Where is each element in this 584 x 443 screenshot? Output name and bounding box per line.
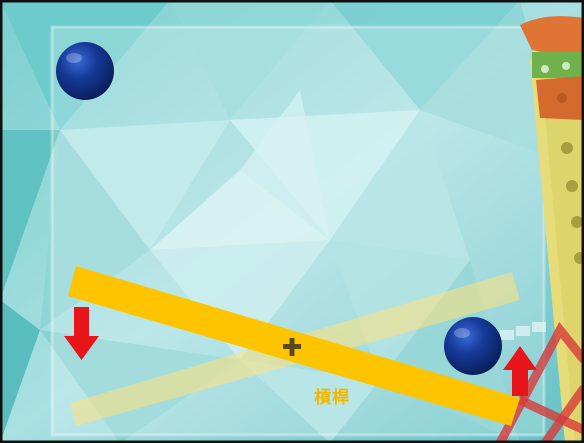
lever-label: 槓桿 <box>300 383 364 408</box>
ball-top-left[interactable] <box>56 42 114 100</box>
ball-bottom-right[interactable] <box>444 317 502 375</box>
